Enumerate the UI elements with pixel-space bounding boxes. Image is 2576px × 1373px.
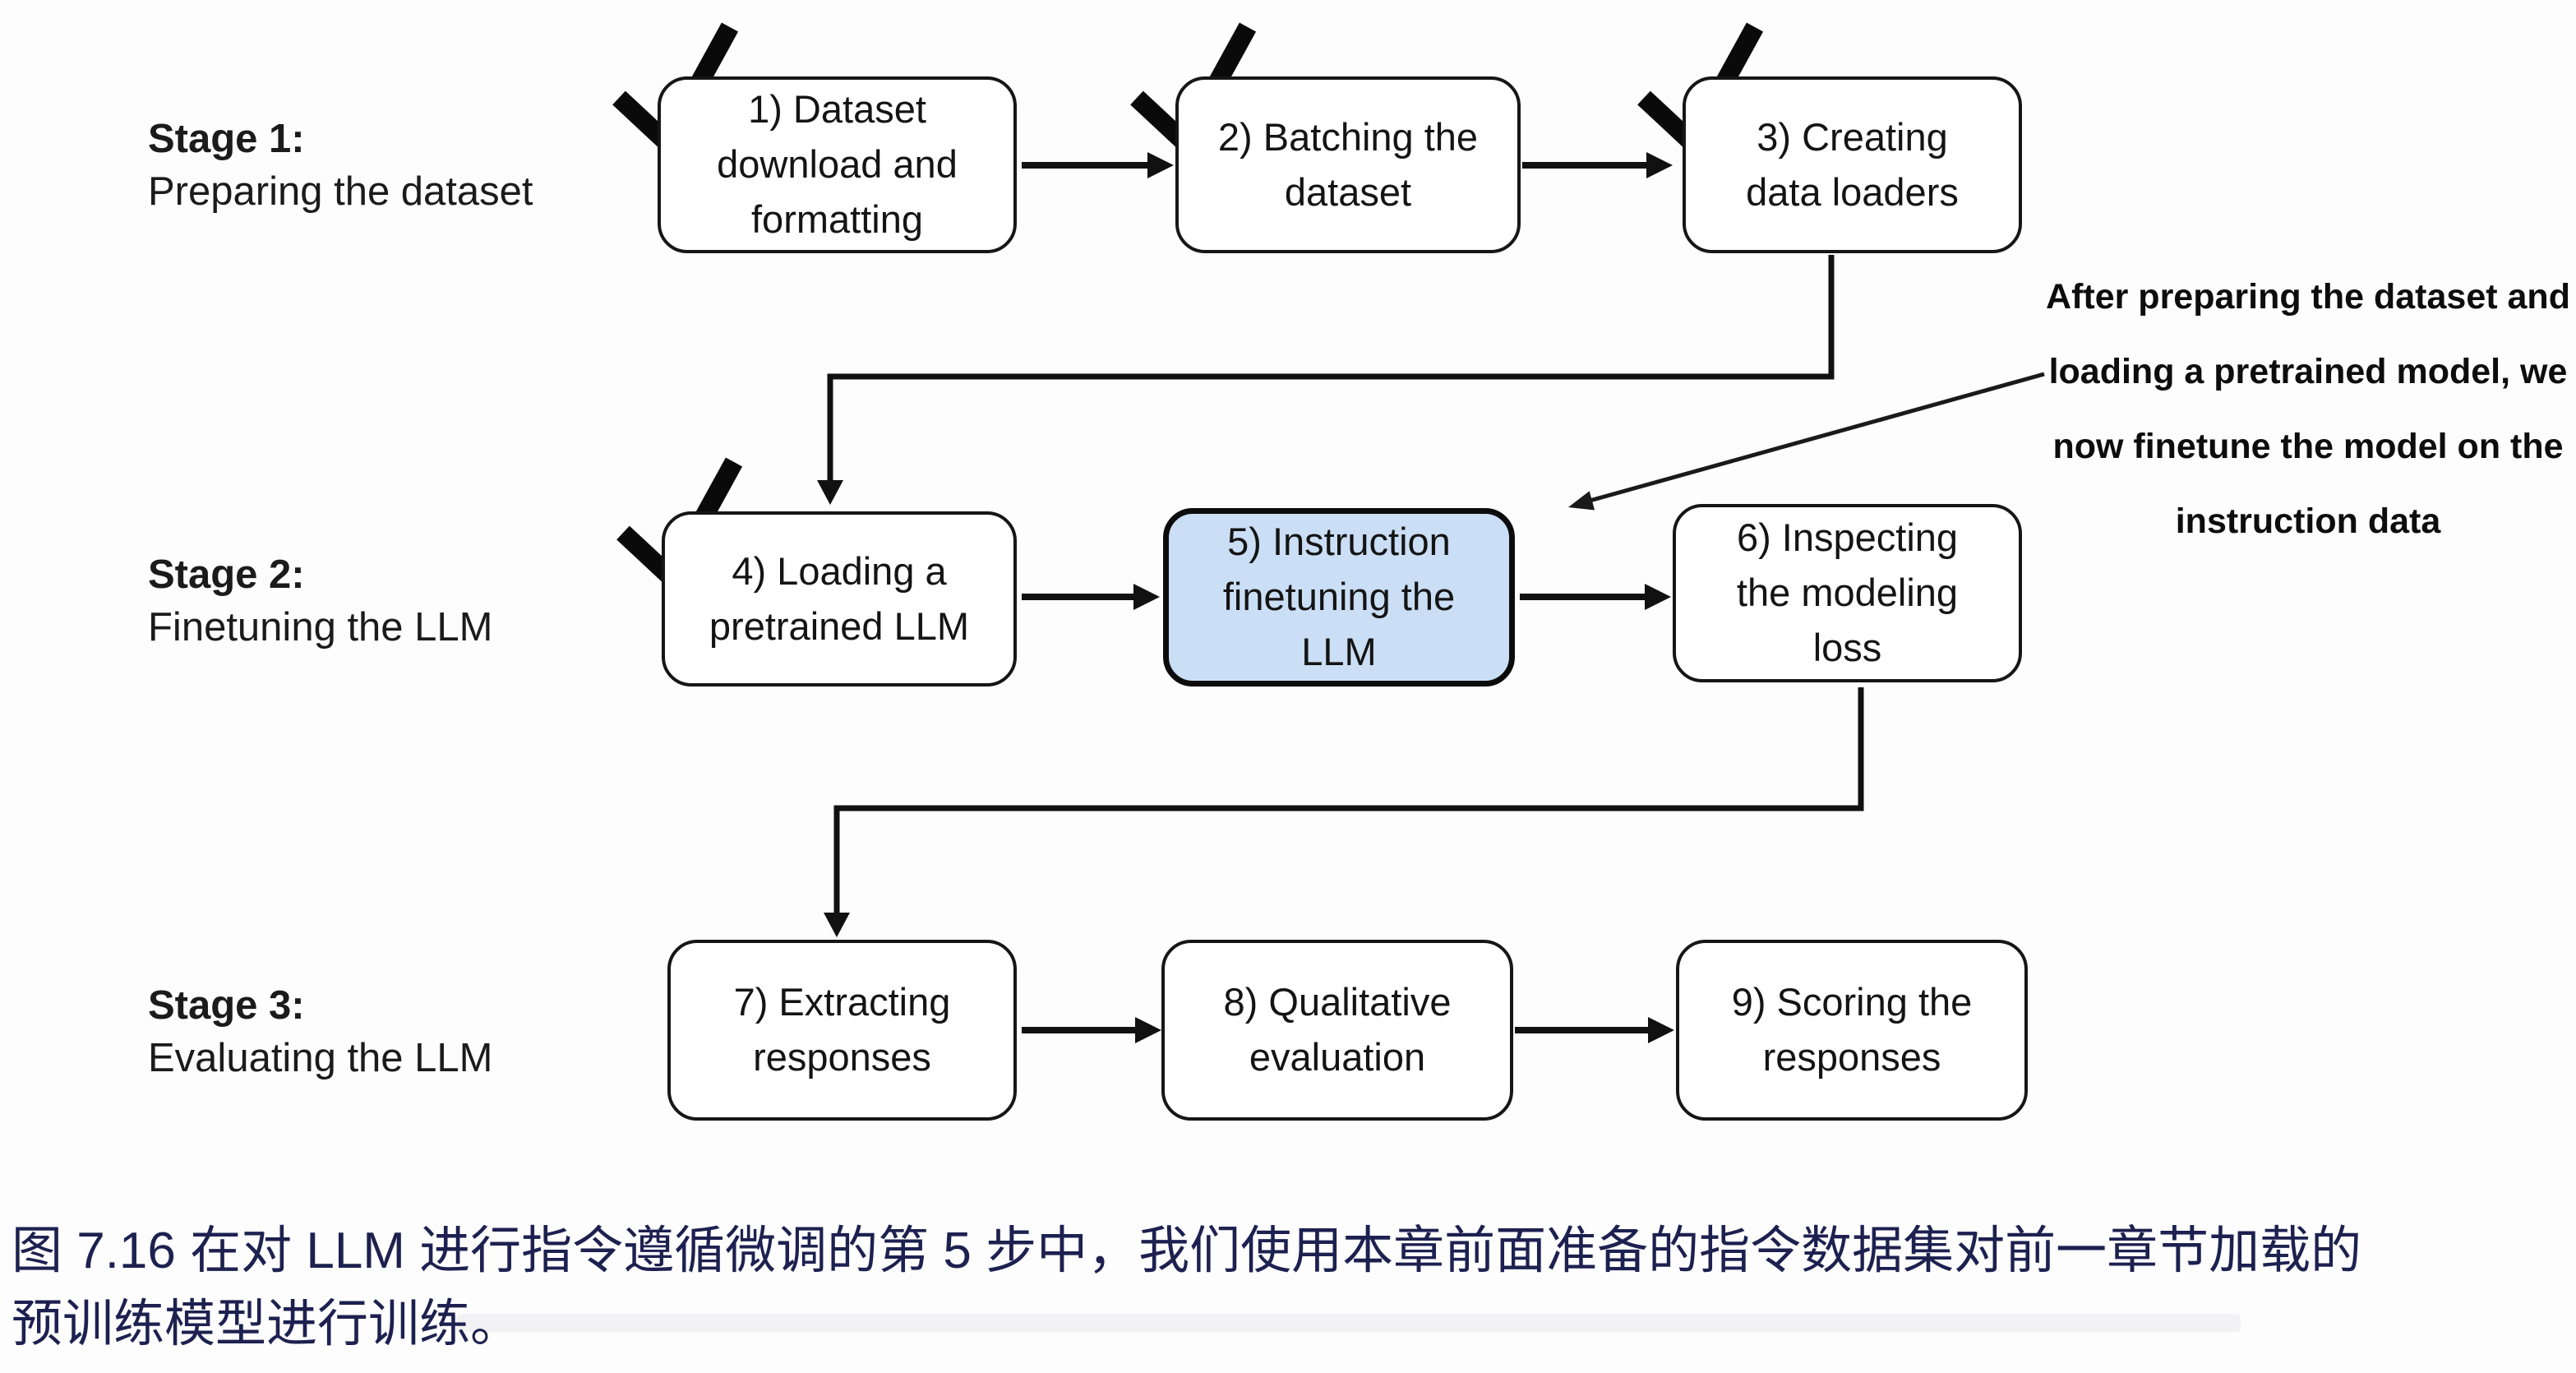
flow-box-9-scoring-responses: 9) Scoring the responses (1676, 940, 2028, 1121)
stage-3-label: Stage 3: Evaluating the LLM (148, 980, 493, 1084)
bottom-strip (457, 1314, 2241, 1332)
arrowhead (1648, 1017, 1674, 1043)
arrowhead (817, 480, 843, 505)
flow-box-2-batching-dataset: 2) Batching the dataset (1175, 76, 1521, 253)
flow-box-8-qualitative-evaluation: 8) Qualitative evaluation (1161, 940, 1513, 1121)
annotation-note: After preparing the dataset and loading … (2046, 277, 2570, 542)
stage-1-title: Stage 1: (148, 117, 305, 161)
arrowhead (1133, 584, 1160, 610)
arrowhead (824, 913, 850, 937)
arrowhead (1135, 1017, 1161, 1043)
stage-2-label: Stage 2: Finetuning the LLM (148, 549, 493, 654)
flow-box-4-loading-pretrained: 4) Loading a pretrained LLM (662, 511, 1017, 686)
stage-1-subtitle: Preparing the dataset (148, 169, 533, 214)
connector-box3-box4 (827, 255, 1835, 480)
stage-1-label: Stage 1: Preparing the dataset (148, 113, 533, 218)
flow-box-7-extracting-responses: 7) Extracting responses (667, 940, 1017, 1121)
arrowhead (1147, 152, 1174, 178)
flow-box-6-inspecting-loss: 6) Inspecting the modeling loss (1673, 504, 2022, 682)
flow-box-5-instruction-finetuning: 5) Instruction finetuning the LLM (1163, 508, 1515, 686)
arrowhead (1645, 584, 1671, 610)
arrowhead (1646, 152, 1673, 178)
figure-caption: 图 7.16 在对 LLM 进行指令遵循微调的第 5 步中，我们使用本章前面准备… (12, 1223, 2362, 1352)
flow-box-1-dataset-download: 1) Dataset download and formatting (658, 76, 1017, 253)
stage-2-subtitle: Finetuning the LLM (148, 604, 493, 650)
stage-3-title: Stage 3: (148, 983, 305, 1028)
arrowhead (1568, 491, 1595, 511)
stage-2-title: Stage 2: (148, 552, 305, 597)
stage-3-subtitle: Evaluating the LLM (148, 1035, 493, 1080)
connector-box6-box7 (833, 687, 1864, 913)
flow-box-3-creating-loaders: 3) Creating data loaders (1683, 76, 2022, 253)
annotation-pointer-line (1589, 372, 2045, 503)
